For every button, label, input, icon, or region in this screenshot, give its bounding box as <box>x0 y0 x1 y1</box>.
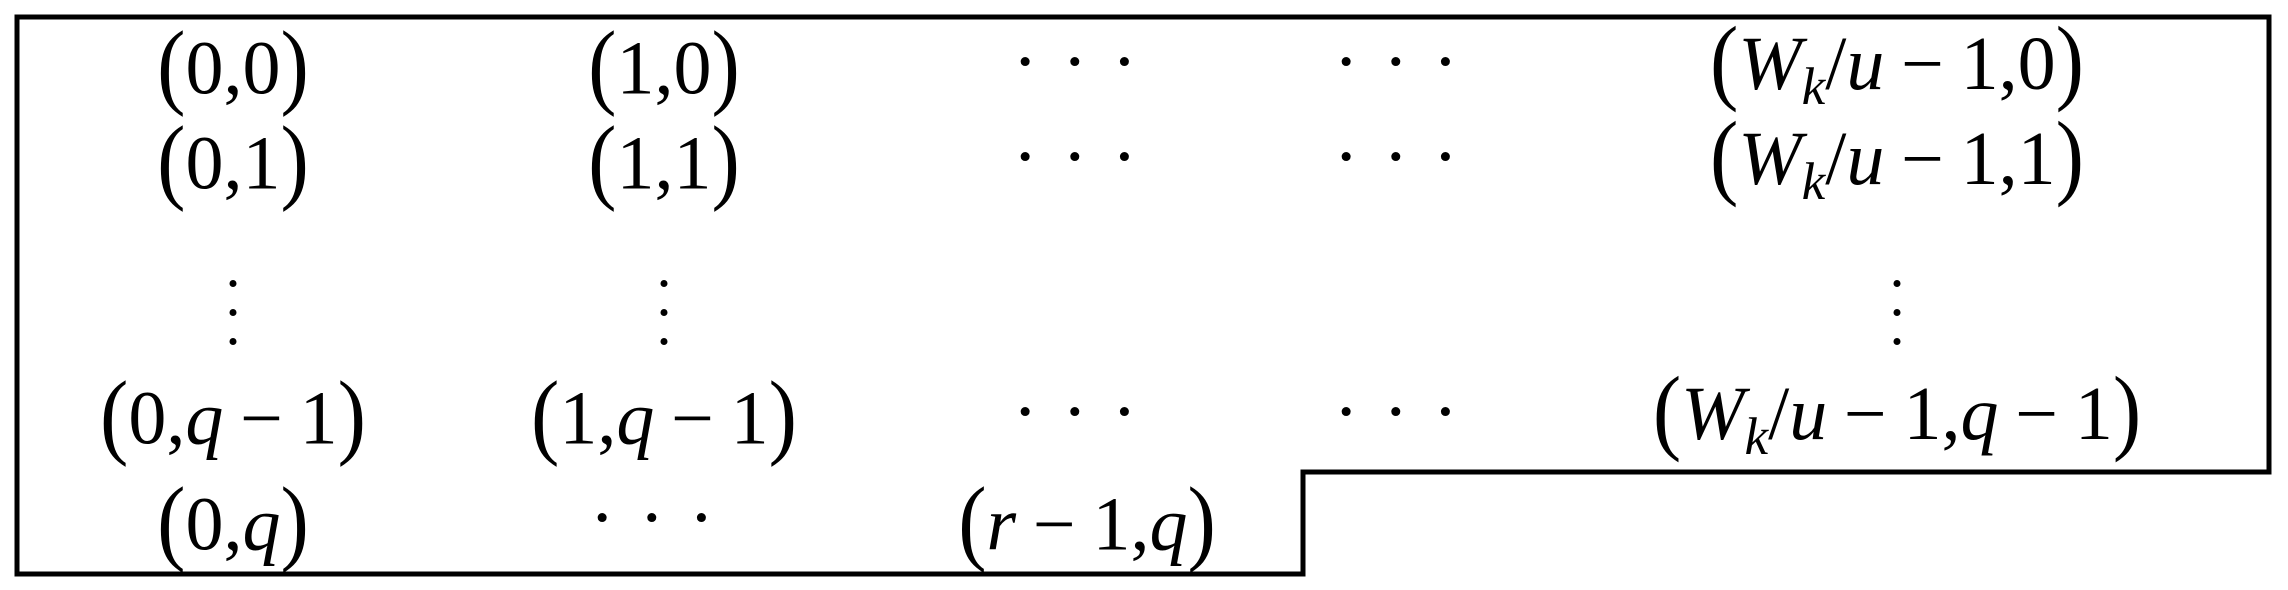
num: 0 <box>242 26 281 111</box>
comma: , <box>1998 21 2018 106</box>
comma: , <box>1998 116 2018 201</box>
right-paren: ) <box>2112 358 2142 464</box>
right-paren: ) <box>768 362 797 469</box>
vdots-c1 <box>660 280 668 345</box>
var-q: q <box>242 482 281 567</box>
cell-1-1: (1,1) <box>588 113 740 208</box>
num: 1 <box>616 26 655 111</box>
comma: , <box>223 26 243 111</box>
sub-k: k <box>1801 56 1826 116</box>
hdots-r3-c3: ··· <box>1333 370 1483 454</box>
right-paren: ) <box>280 468 309 575</box>
var-W: W <box>1738 116 1802 201</box>
hdots-r0-c2: ··· <box>1012 20 1162 104</box>
num: 1 <box>2017 116 2056 201</box>
left-paren: ( <box>100 362 129 469</box>
var-W: W <box>1681 371 1745 456</box>
minus: − <box>671 376 714 461</box>
num: 0 <box>673 26 712 111</box>
left-paren: ( <box>1709 103 1739 209</box>
hdots-r3-c2: ··· <box>1012 370 1162 454</box>
right-paren: ) <box>2055 8 2085 114</box>
var-W: W <box>1738 21 1802 106</box>
num: 0 <box>128 376 167 461</box>
left-paren: ( <box>157 107 186 214</box>
hdots-r1-c2: ··· <box>1012 115 1162 199</box>
num: 1 <box>2074 371 2113 456</box>
slash: / <box>1825 116 1847 201</box>
right-paren: ) <box>337 362 366 469</box>
right-paren: ) <box>1187 468 1216 575</box>
cell-0-q: (0,q) <box>157 474 309 569</box>
left-paren: ( <box>1652 358 1682 464</box>
var-q: q <box>185 376 224 461</box>
num: 0 <box>185 482 224 567</box>
slash: / <box>1768 371 1790 456</box>
hdots-r4-c1: ··· <box>589 476 739 560</box>
minus: − <box>1032 482 1076 567</box>
right-paren: ) <box>711 107 740 214</box>
minus: − <box>1901 116 1944 201</box>
cell-rm1-q: (r−1,q) <box>958 474 1216 569</box>
hdots-r0-c3: ··· <box>1333 20 1483 104</box>
num: 1 <box>559 376 598 461</box>
cell-1-0: (1,0) <box>588 18 740 113</box>
comma: , <box>654 26 674 111</box>
var-q: q <box>616 376 655 461</box>
left-paren: ( <box>958 468 987 575</box>
comma: , <box>1130 482 1150 567</box>
num: 1 <box>1903 371 1942 456</box>
num: 1 <box>1960 116 1999 201</box>
var-u: u <box>1846 116 1885 201</box>
sub-k: k <box>1744 406 1769 466</box>
comma: , <box>1941 371 1961 456</box>
num: 0 <box>185 26 224 111</box>
left-paren: ( <box>588 12 617 119</box>
right-paren: ) <box>711 12 740 119</box>
num: 1 <box>616 121 655 206</box>
var-q: q <box>1960 371 1999 456</box>
right-paren: ) <box>280 12 309 119</box>
cell-last-1: (Wk/u−1,1) <box>1710 108 2084 211</box>
cell-0-0: (0,0) <box>157 18 309 113</box>
cell-0-qm1: (0,q−1) <box>100 368 366 463</box>
left-paren: ( <box>157 468 186 575</box>
minus: − <box>240 376 283 461</box>
num: 1 <box>299 376 338 461</box>
cell-1-qm1: (1,q−1) <box>531 368 797 463</box>
cell-last-qm1: (Wk/u−1,q−1) <box>1653 363 2141 466</box>
comma: , <box>597 376 617 461</box>
var-r: r <box>986 482 1017 567</box>
num: 1 <box>242 121 281 206</box>
right-paren: ) <box>2055 103 2085 209</box>
hdots-r1-c3: ··· <box>1333 115 1483 199</box>
cell-last-0: (Wk/u−1,0) <box>1710 13 2084 116</box>
left-paren: ( <box>157 12 186 119</box>
left-paren: ( <box>1709 8 1739 114</box>
slash: / <box>1825 21 1847 106</box>
num: 1 <box>730 376 769 461</box>
comma: , <box>654 121 674 206</box>
sub-k: k <box>1801 151 1826 211</box>
num: 1 <box>1960 21 1999 106</box>
var-u: u <box>1846 21 1885 106</box>
right-paren: ) <box>280 107 309 214</box>
minus: − <box>1901 21 1944 106</box>
num: 1 <box>1092 482 1131 567</box>
var-u: u <box>1789 371 1828 456</box>
comma: , <box>166 376 186 461</box>
comma: , <box>223 482 243 567</box>
vdots-last <box>1893 280 1901 345</box>
cell-0-1: (0,1) <box>157 113 309 208</box>
num: 0 <box>2017 21 2056 106</box>
vdots-c0 <box>229 280 237 345</box>
minus: − <box>2015 371 2059 456</box>
num: 1 <box>673 121 712 206</box>
minus: − <box>1843 371 1887 456</box>
num: 0 <box>185 121 224 206</box>
var-q: q <box>1149 482 1188 567</box>
left-paren: ( <box>588 107 617 214</box>
comma: , <box>223 121 243 206</box>
left-paren: ( <box>531 362 560 469</box>
